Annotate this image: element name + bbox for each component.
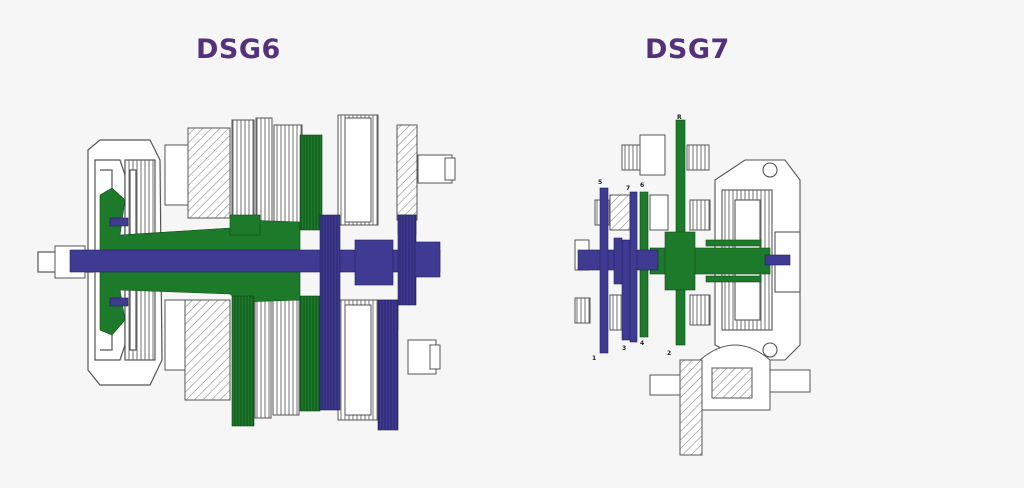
gear-label-1: 1 <box>592 355 596 362</box>
dsg7-differential <box>649 344 811 456</box>
gear-label-3: 3 <box>622 345 626 352</box>
dsg7-gear-labels: R 5 7 6 1 3 4 2 <box>592 114 682 362</box>
dsg7-upper-gears <box>594 134 711 231</box>
dsg6-upper-gears <box>164 114 456 234</box>
dsg6-diagram <box>37 114 456 431</box>
dsg6-blue-shaft <box>69 214 441 431</box>
dsg6-title: DSG6 <box>196 34 281 65</box>
gear-label-r: R <box>677 114 682 121</box>
gear-label-4: 4 <box>640 340 644 347</box>
gear-label-5: 5 <box>598 179 602 186</box>
dsg7-diagram: R 5 7 6 1 3 4 2 <box>574 114 811 456</box>
gear-label-6: 6 <box>640 182 644 189</box>
gear-label-2: 2 <box>667 350 671 357</box>
dsg7-green-shaft <box>639 119 771 346</box>
dsg7-blue-shaft <box>577 187 791 354</box>
dsg7-title: DSG7 <box>645 34 730 65</box>
dsg6-lower-gears <box>164 299 441 421</box>
gear-label-7: 7 <box>626 185 630 192</box>
